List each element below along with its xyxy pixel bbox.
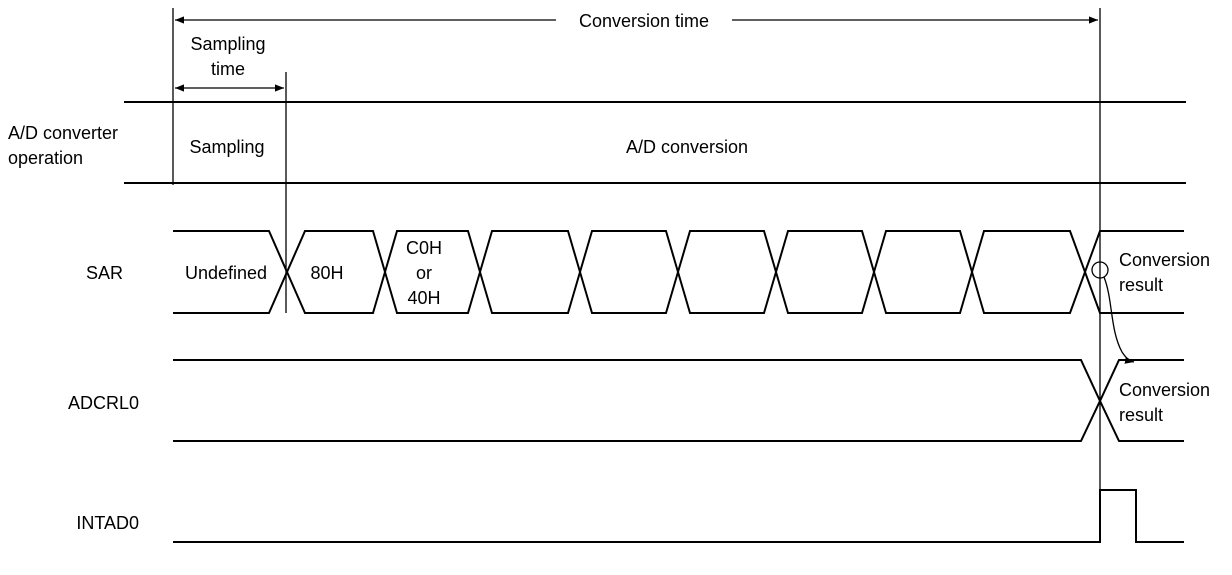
intad0-label: INTAD0	[76, 513, 139, 533]
sampling-time-label-1: Sampling	[190, 34, 265, 54]
sar-state-c0h: C0H	[406, 238, 442, 258]
adc-operation-row: A/D converter operation Sampling A/D con…	[8, 101, 1186, 184]
sar-state-or: or	[416, 263, 432, 283]
adc-phase-sampling: Sampling	[189, 137, 264, 157]
adcrl0-row: ADCRL0 Conversion result	[68, 359, 1210, 442]
sar-state-undefined: Undefined	[185, 263, 267, 283]
conversion-time-label: Conversion time	[579, 11, 709, 31]
sar-result-label-1: Conversion	[1119, 250, 1210, 270]
sar-state-80h: 80H	[310, 263, 343, 283]
adcrl0-bus-top	[173, 359, 1184, 404]
sar-result-marker	[1091, 261, 1109, 279]
adc-phase-conversion: A/D conversion	[626, 137, 748, 157]
adc-operation-label-2: operation	[8, 148, 83, 168]
conversion-time-dimension: Conversion time	[172, 8, 1101, 542]
adc-operation-label-1: A/D converter	[8, 123, 118, 143]
sar-result-label-2: result	[1119, 275, 1163, 295]
adcrl0-result-label-1: Conversion	[1119, 380, 1210, 400]
adcrl0-result-label-2: result	[1119, 405, 1163, 425]
sar-bus-bottom	[173, 268, 1184, 314]
intad0-row: INTAD0	[76, 489, 1184, 543]
adcrl0-label: ADCRL0	[68, 393, 139, 413]
sar-label: SAR	[86, 263, 123, 283]
sar-state-40h: 40H	[407, 288, 440, 308]
sar-row: SAR Undefined 80H C0H or 40H Conversion …	[86, 230, 1210, 314]
adcrl0-bus-bottom	[173, 398, 1184, 442]
sampling-time-label-2: time	[211, 59, 245, 79]
intad0-pulse	[173, 489, 1184, 543]
